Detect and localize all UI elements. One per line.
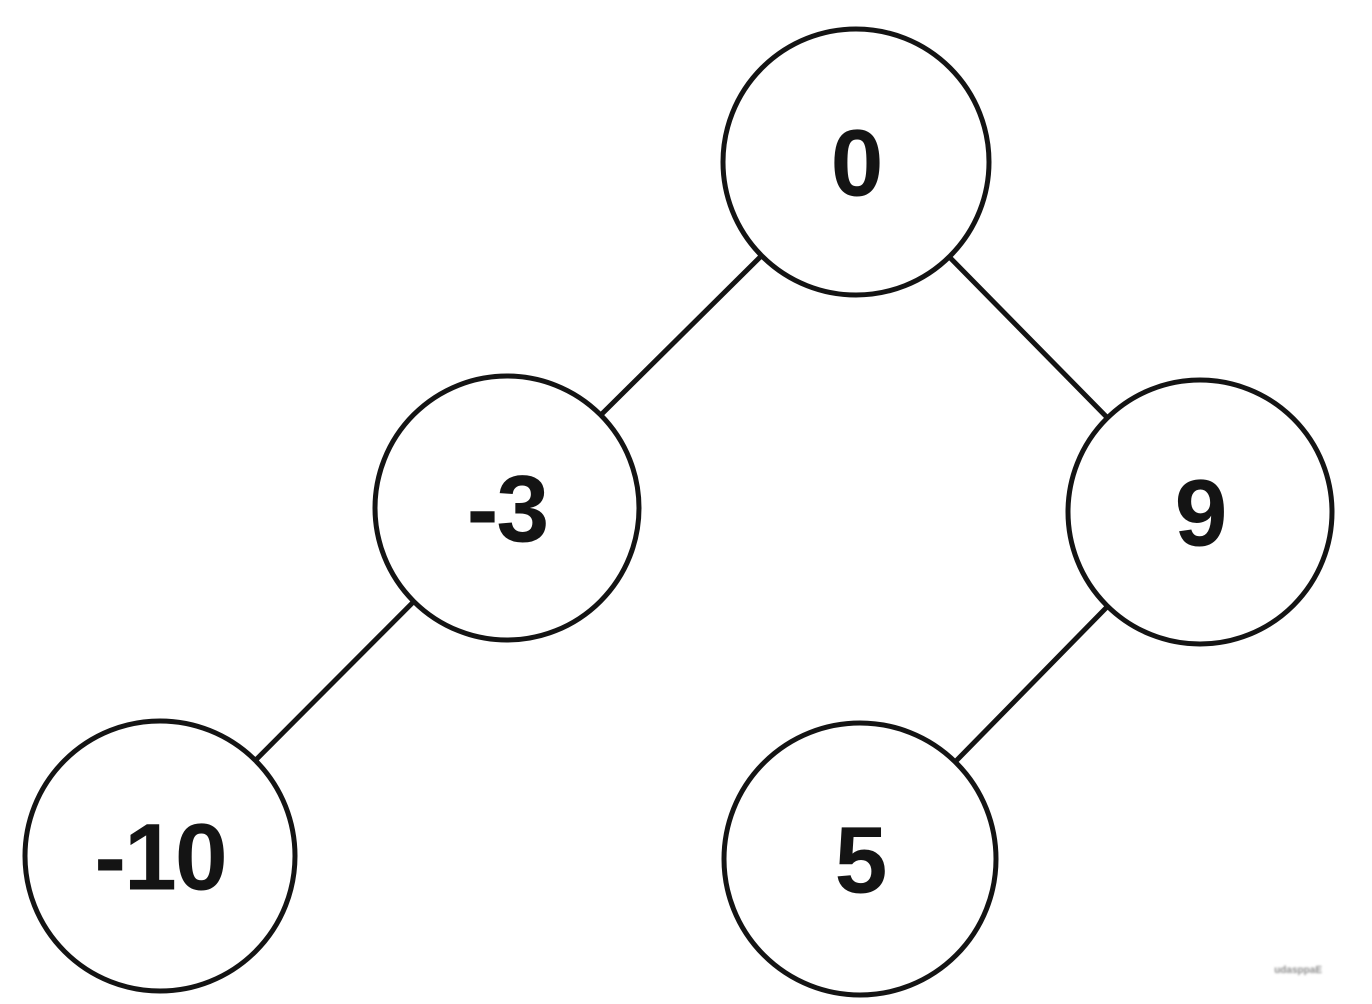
tree-node-value: 9 [1175,460,1226,566]
tree-node-circle [372,373,642,643]
tree-node--3: -3 [372,373,642,643]
watermark: udasppaE [1274,965,1322,976]
tree-node-circle [22,718,298,994]
tree-node-value: -10 [94,804,225,910]
tree-node-circle [720,26,992,298]
tree-node-value: 0 [831,110,882,216]
tree-node-value: -3 [467,456,547,562]
tree-node--10: -10 [22,718,298,994]
tree-node-9: 9 [1065,377,1335,647]
tree-node-circle [1065,377,1335,647]
tree-node-5: 5 [721,720,999,998]
tree-node-circle [721,720,999,998]
tree-node-0: 0 [720,26,992,298]
tree-node-value: 5 [835,807,886,913]
